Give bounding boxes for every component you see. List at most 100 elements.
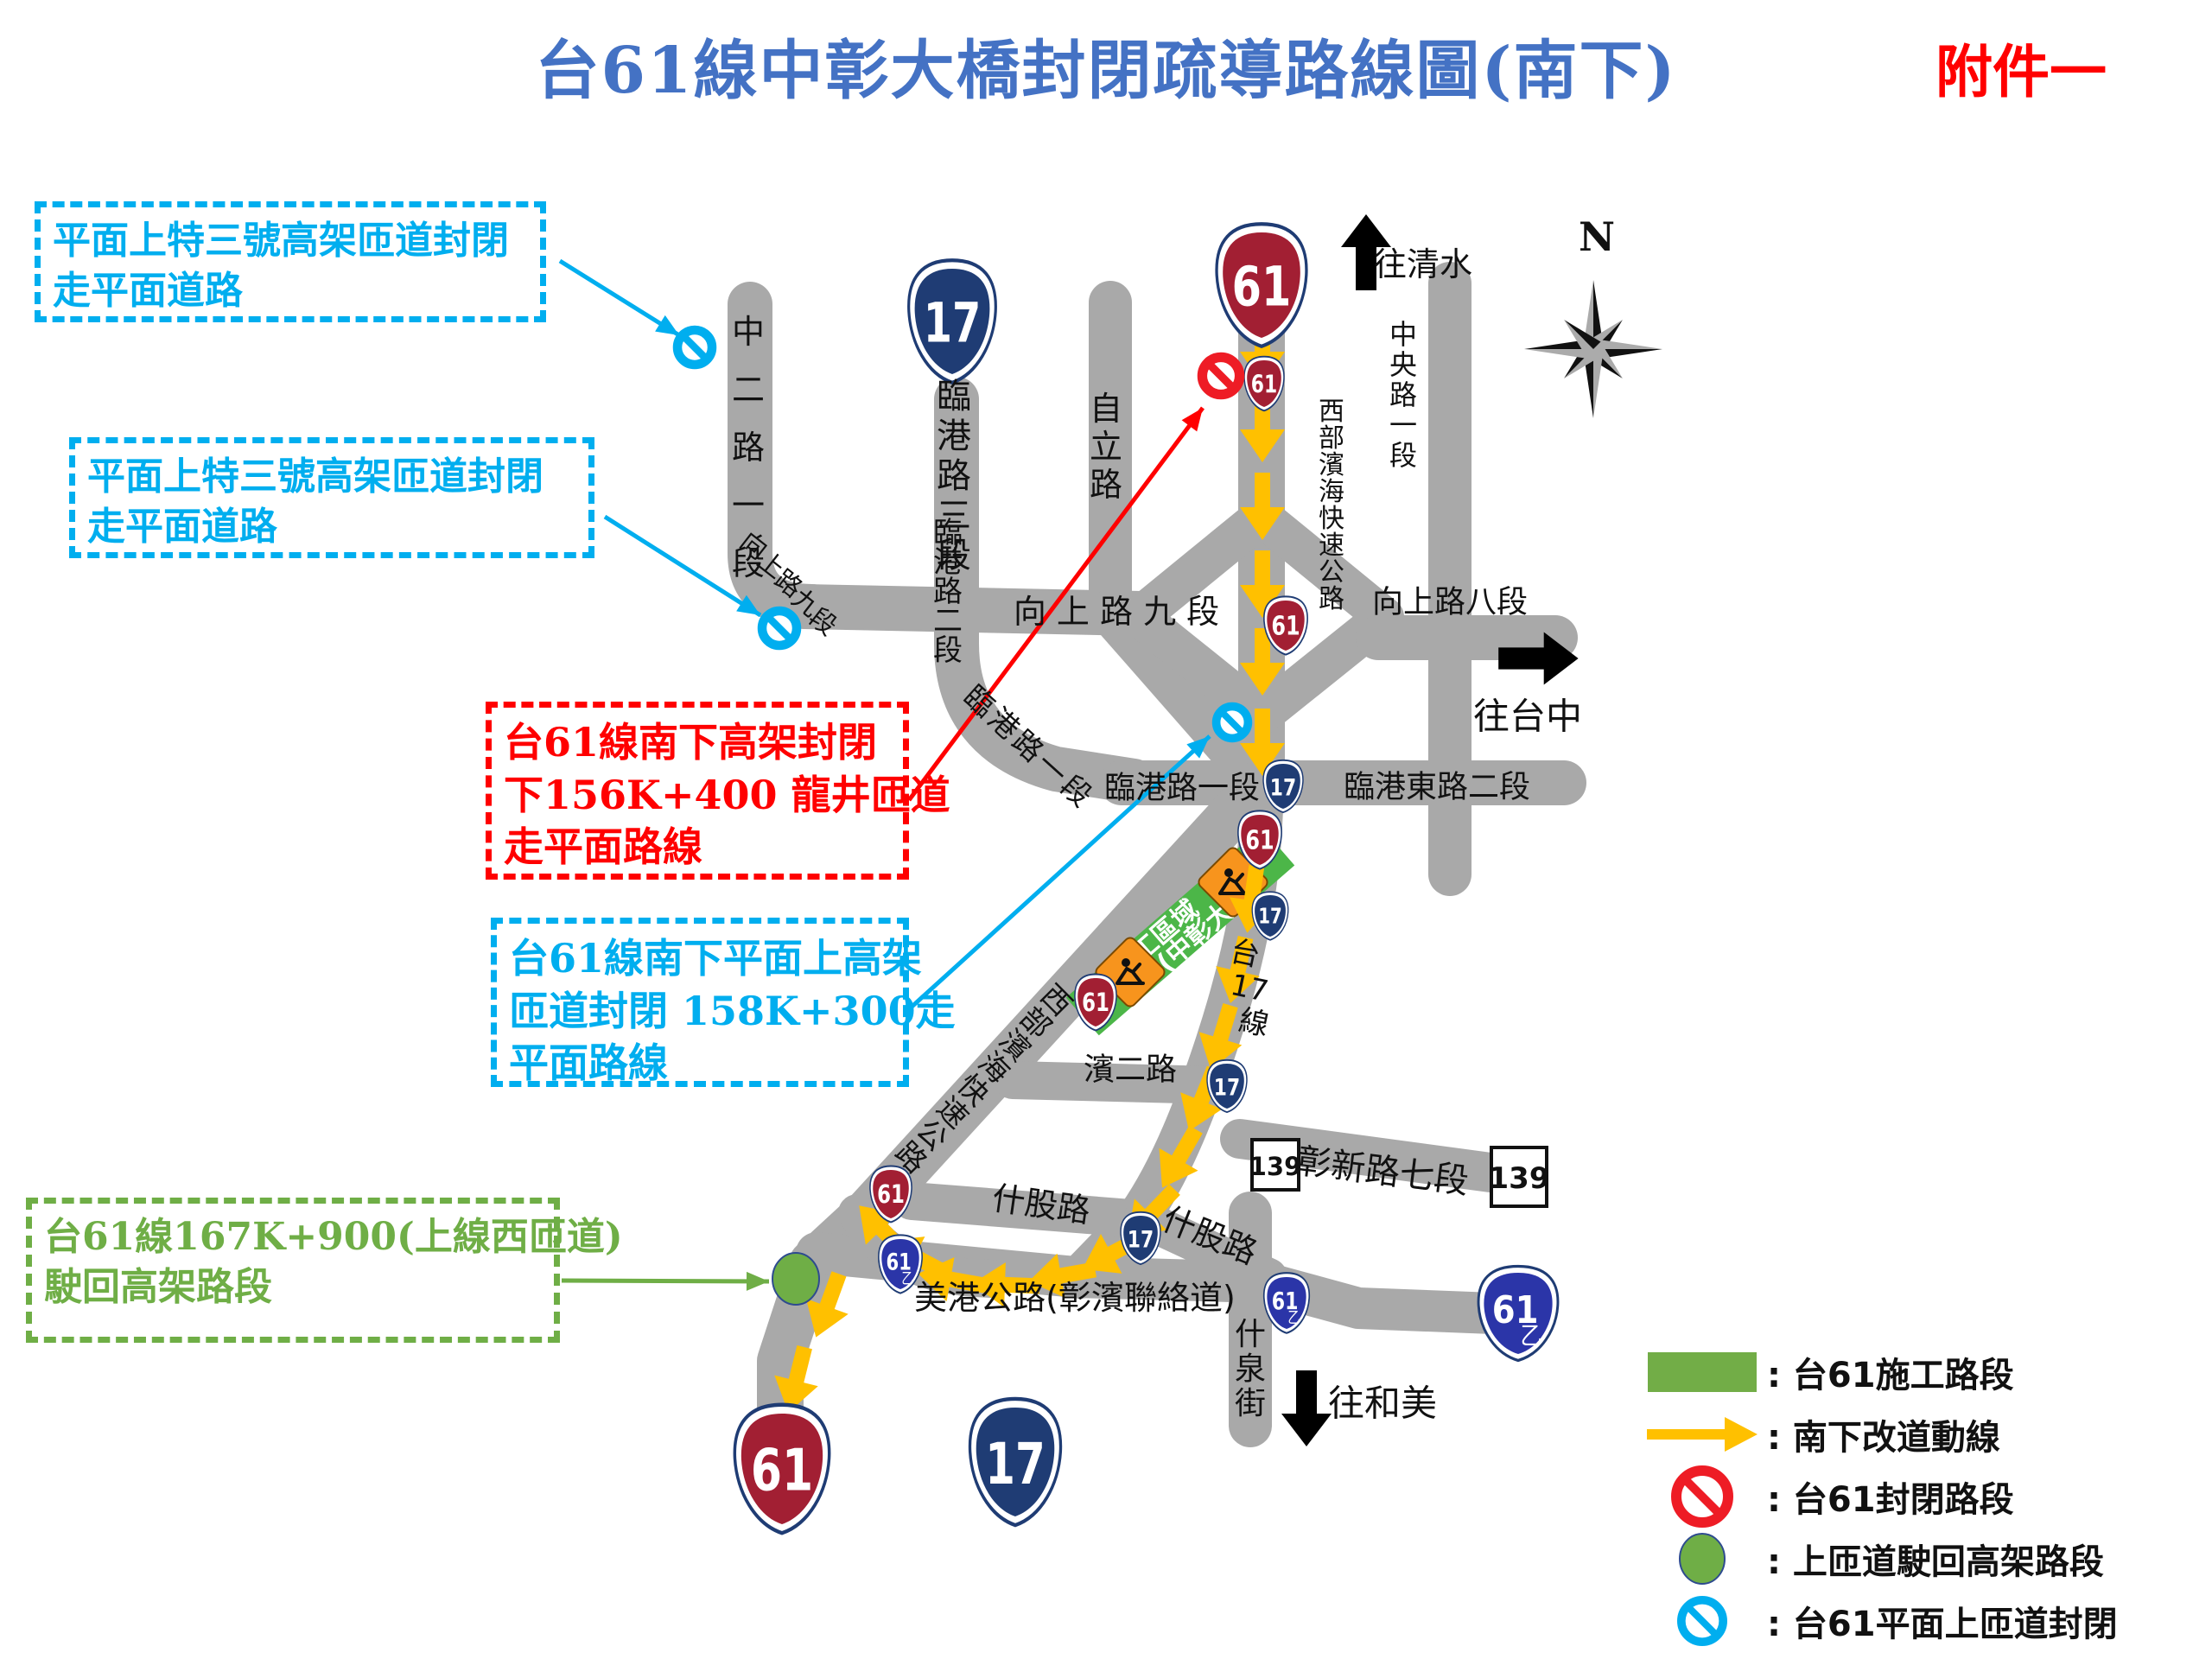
callout-text: 走平面路線 [504,823,702,871]
svg-text:路: 路 [933,575,963,609]
page-title: 台61線中彰大橋封閉疏導路線圖(南下) [535,34,1677,108]
callout-line-reentry [561,1271,770,1291]
lingangdong-rd-label: 臨港東路二段 [1344,770,1530,805]
svg-text:濱: 濱 [1319,450,1344,480]
detour-arrow [1240,628,1285,696]
shield-61-expwy-1: 61 [1074,973,1117,1032]
svg-text:央: 央 [1389,348,1417,381]
reentry-dot-icon [1637,1531,1767,1586]
badge-139-west: 139 [1249,1138,1301,1192]
svg-text:二: 二 [732,371,765,409]
to-hemei-label: 往和美 [1328,1382,1437,1425]
svg-text:一: 一 [1389,409,1417,442]
svg-text:部: 部 [1319,423,1344,454]
badge-139-east: 139 [1489,1146,1550,1208]
svg-text:港: 港 [937,416,971,456]
svg-text:自: 自 [1090,390,1122,428]
svg-text:61: 61 [1245,826,1274,855]
ramp-closed-no-entry-icon [1637,1596,1767,1646]
detour-arrow [774,1344,818,1413]
legend-label: : 台61施工路段 [1767,1356,2014,1395]
zili-rd-label: 自立路 [1090,390,1122,504]
svg-text:17: 17 [1270,773,1296,801]
callout-ramp-closed-1: 平面上特三號高架匝道封閉 走平面道路 [35,201,546,322]
to-taichung-arrow [1498,632,1579,685]
callout-line-ramp-2 [603,514,762,618]
detour-arrow [972,1262,1040,1307]
svg-text:三: 三 [937,496,971,536]
svg-text:17: 17 [1214,1073,1240,1101]
svg-text:路: 路 [732,429,765,467]
svg-text:61: 61 [877,1180,905,1209]
svg-text:61: 61 [1251,371,1277,398]
svg-text:西: 西 [1319,397,1344,427]
no-entry-blue-ramp-1 [672,325,717,370]
svg-text:臨: 臨 [937,377,971,416]
svg-text:139: 139 [1489,1161,1550,1196]
compass-north-label: N [1579,213,1615,260]
legend-label: : 南下改道動線 [1767,1418,2000,1458]
svg-text:17: 17 [985,1431,1045,1497]
shield-61-diamond: 61 [1263,595,1308,656]
svg-text:線: 線 [1236,1003,1272,1043]
shield-61-top: 61 [1215,222,1308,348]
legend-label: : 台61封閉路段 [1767,1480,2014,1520]
svg-text:路: 路 [1319,584,1344,614]
callout-text: 台61線南下平面上高架 [509,935,923,982]
svg-text:61: 61 [1232,256,1292,320]
callout-text: 台61線167K+900(上線西匝道) [44,1215,623,1259]
construction-swatch-icon [1637,1352,1767,1392]
legend-row-reentry: : 上匝道駛回高架路段 [1637,1528,2173,1590]
svg-text:二: 二 [933,604,963,639]
svg-text:港: 港 [933,545,963,580]
road-shigu-rd-west [893,1182,1173,1239]
svg-text:公: 公 [1319,557,1344,588]
callout-text: 下156K+400 龍井匝道 [504,771,950,818]
svg-text:段: 段 [937,536,971,575]
no-entry-blue-ramp-2 [757,606,802,651]
svg-text:海: 海 [1319,477,1344,507]
detour-arrow [1240,473,1285,540]
detour-arrow [1240,395,1285,462]
callout-text: 平面路線 [509,1039,668,1087]
shield-61b-east-big: 61乙 [1477,1264,1560,1363]
svg-text:17: 17 [1228,968,1272,1009]
legend-row-ramp-closed: : 台61平面上匝道封閉 [1637,1590,2173,1652]
legend-row-construction: : 台61施工路段 [1637,1341,2173,1403]
callout-reentry: 台61線167K+900(上線西匝道) 駛回高架路段 [26,1198,623,1343]
detour-arrow [1028,1253,1096,1298]
svg-text:臨: 臨 [933,516,963,550]
no-entry-red-mainline [1197,352,1245,400]
callout-mainline-closure: 台61線南下高架封閉 下156K+400 龍井匝道 走平面路線 [486,702,950,880]
detour-arrow [1240,709,1285,776]
svg-text:中: 中 [1389,318,1417,351]
compass-rose: N [1524,213,1662,418]
svg-text:61: 61 [886,1249,911,1275]
lingang-rd-1-label: 臨港路一段 [1104,771,1260,806]
svg-text:61: 61 [1272,1287,1299,1315]
callout-line-ramp-3 [907,734,1211,1011]
callout-text: 匝道封閉 158K+300走 [509,987,956,1034]
shield-61-below-jct: 61 [1237,810,1282,870]
svg-text:乙: 乙 [1287,1308,1300,1326]
meigang-hwy-label: 美港公路(彰濱聯絡道) [914,1279,1236,1317]
shield-17-tai17: 17 [1251,891,1289,941]
to-qingshui-label: 往清水 [1374,245,1472,283]
svg-text:快: 快 [1319,504,1344,534]
shiquan-st-label: 什泉街 [1235,1317,1266,1421]
shield-17-bin2: 17 [1206,1058,1248,1114]
detour-arrow [1229,865,1274,933]
shield-61-closure: 61 [1243,355,1285,412]
svg-text:段: 段 [1389,439,1417,472]
bin2-rd-label: 濱二路 [1084,1052,1177,1088]
road-bin2-rd [994,1061,1236,1104]
shield-61-expwy-2: 61 [869,1165,912,1224]
detour-arrow [805,1271,849,1338]
shield-17-bottom-big: 17 [968,1396,1063,1528]
svg-text:17: 17 [1128,1225,1154,1253]
svg-text:段: 段 [933,633,963,668]
svg-text:一: 一 [732,486,765,524]
to-qingshui-arrow [1341,214,1391,290]
